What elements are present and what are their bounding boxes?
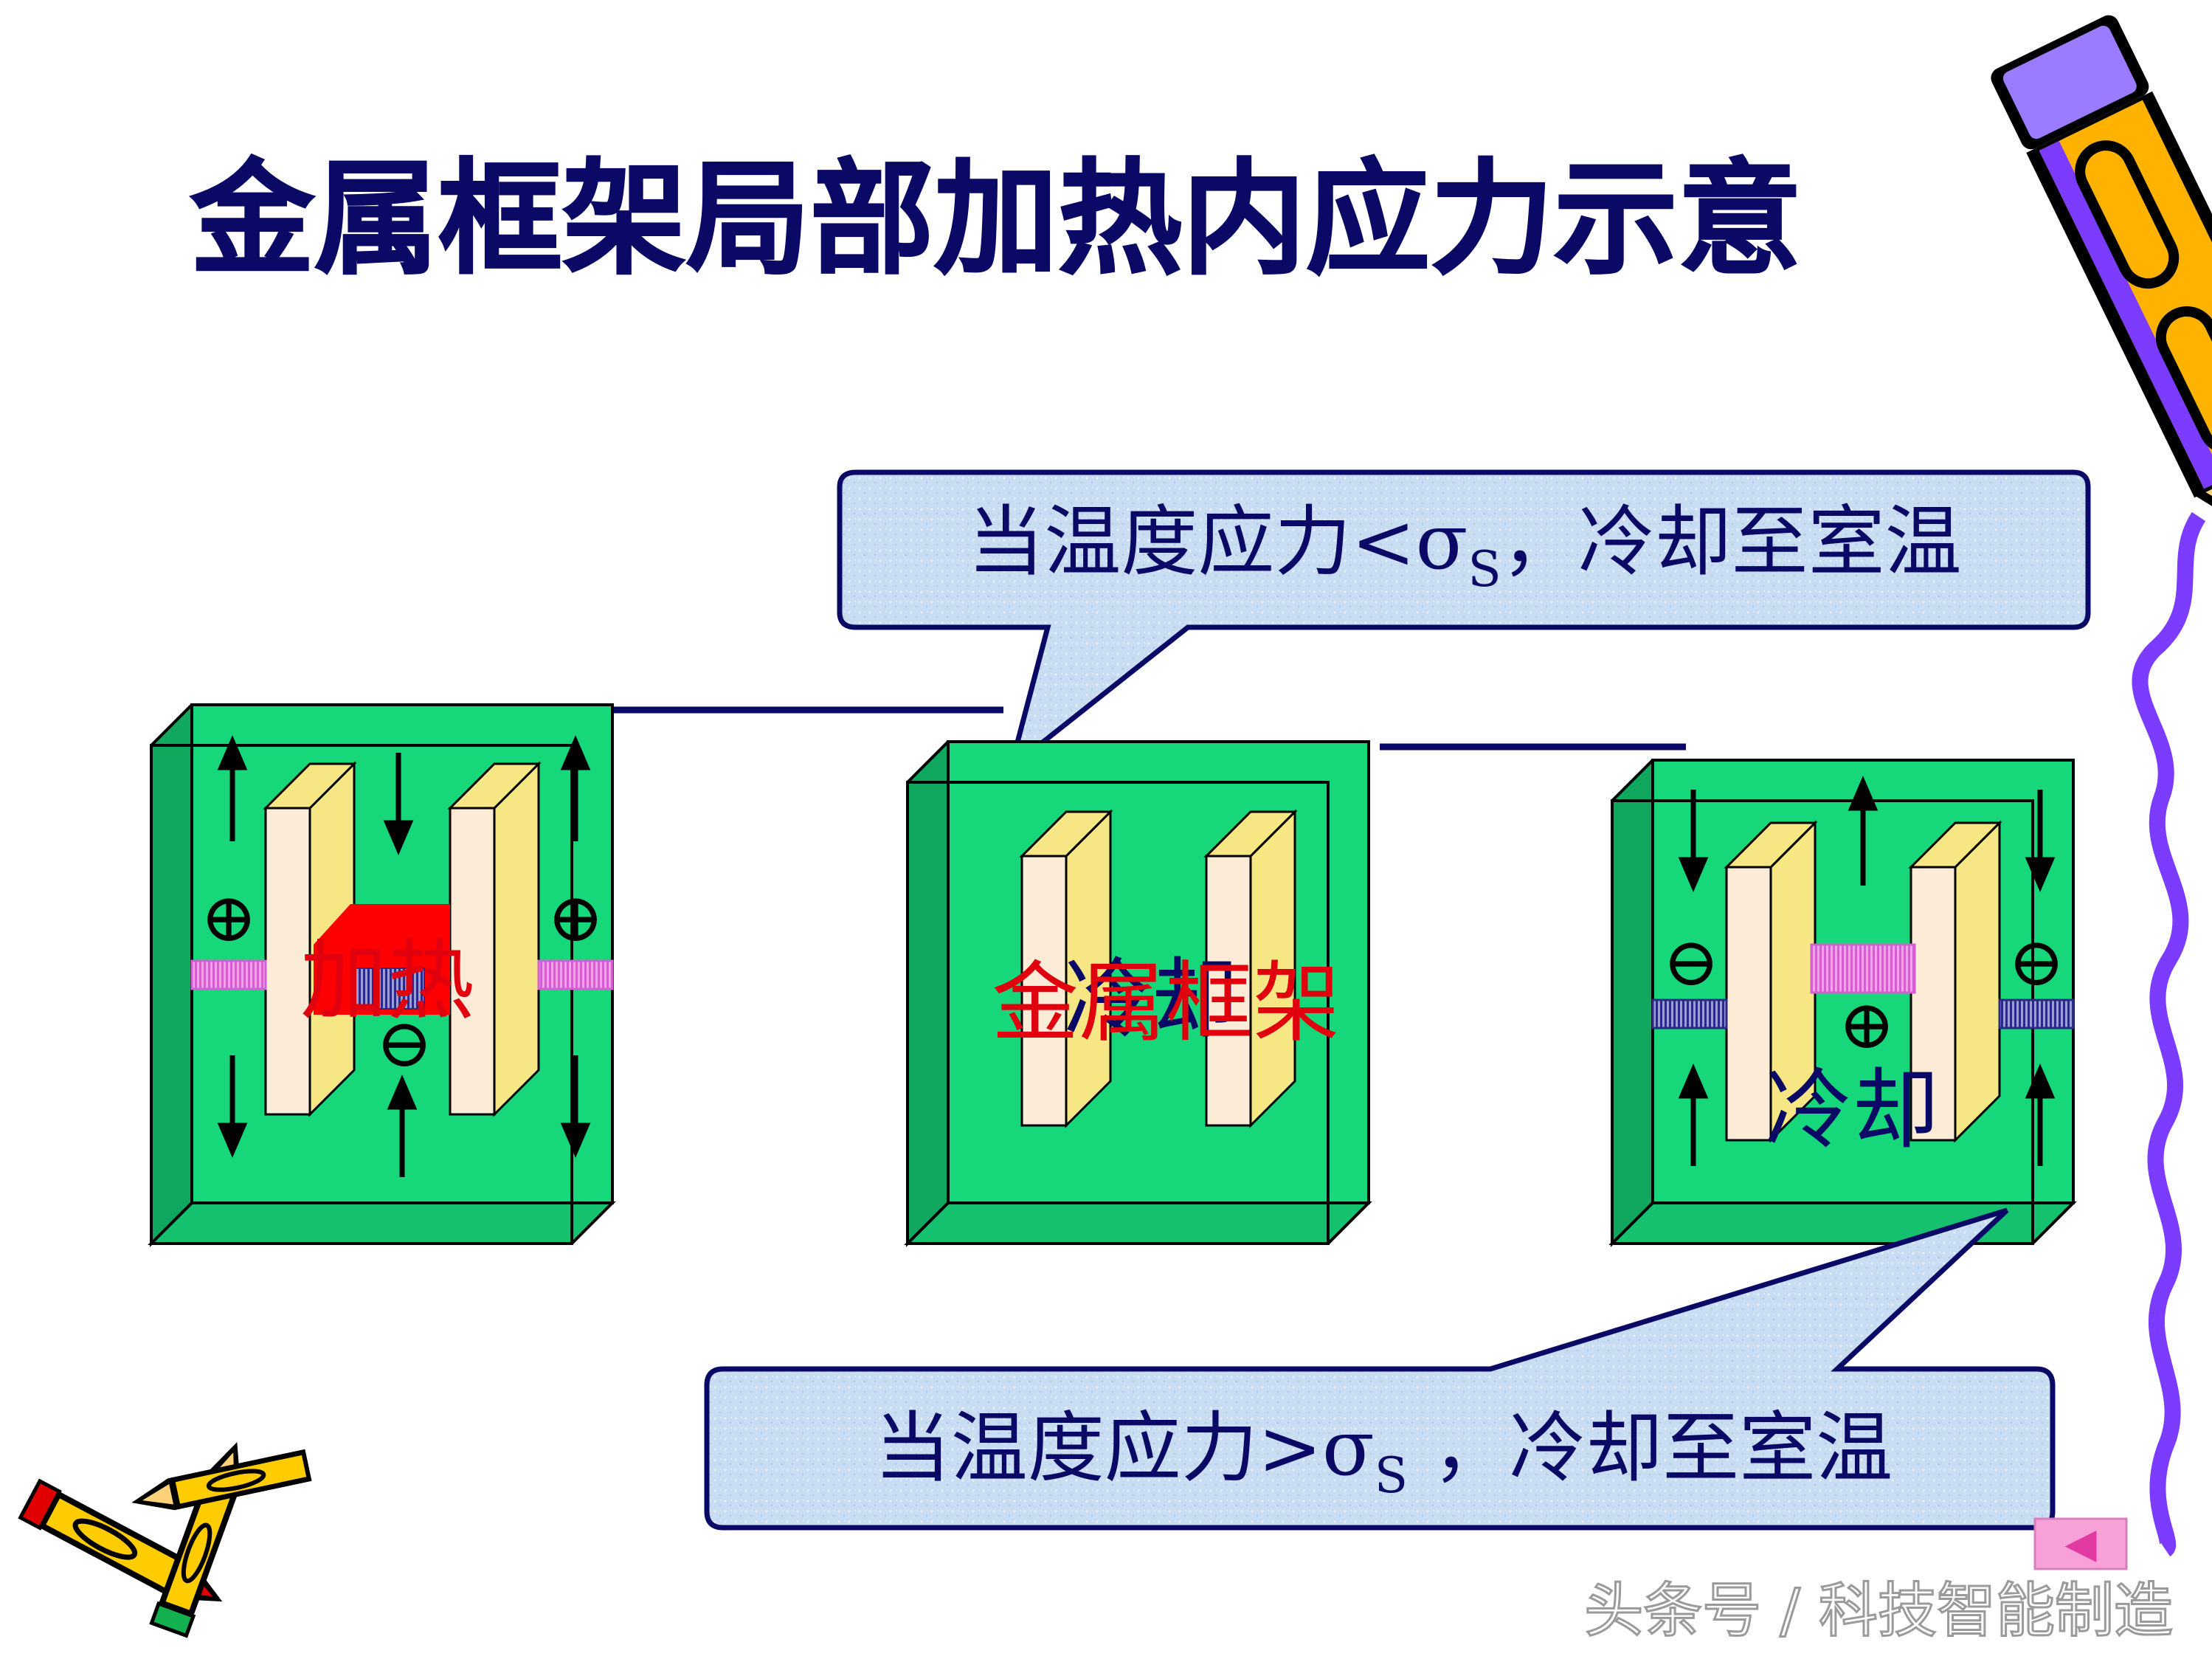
frame-bar-left	[1724, 820, 1818, 1143]
compression-symbol-center: ⊖	[376, 1004, 432, 1083]
tension-symbol-right: ⊕	[547, 878, 604, 957]
back-arrow-icon: ◀	[2064, 1520, 2096, 1567]
frame-left-label: 加热	[300, 930, 474, 1032]
tension-pad-right	[537, 959, 614, 990]
tension-symbol-center: ⊕	[1838, 985, 1895, 1064]
frame-middle-label-red: 金属框架	[992, 952, 1340, 1054]
tension-symbol-left: ⊕	[200, 878, 257, 957]
bottom-callout-text: 当温度应力>σS ，冷却至室温	[874, 1403, 1893, 1504]
back-nav-button[interactable]: ◀	[2033, 1517, 2128, 1570]
compression-symbol-left: ⊖	[1662, 922, 1719, 1001]
bottom-callout-subscript: S	[1375, 1447, 1408, 1504]
frame-bar-right	[447, 761, 542, 1117]
frame-heating: ⊕ ⊕ ⊖ 加热	[148, 703, 616, 1247]
bottom-callout: 当温度应力>σS ，冷却至室温	[704, 1207, 2056, 1531]
frame-bar-right	[1908, 820, 2002, 1143]
slide-title: 金属框架局部加热内应力示意	[190, 145, 1802, 292]
compression-pad-right	[1998, 998, 2075, 1029]
top-callout: 当温度应力<σS，冷却至室温	[837, 469, 2091, 775]
compression-symbol-right: ⊖	[2008, 922, 2064, 1001]
frame-right-label: 冷却	[1765, 1059, 1939, 1161]
frame-middle-label-blue: 冷却	[1064, 948, 1238, 1050]
heated-section	[314, 904, 450, 1015]
frame-bar-right	[1203, 809, 1298, 1128]
pencil-icon	[1991, 15, 2212, 564]
wavy-border-line	[2132, 511, 2206, 1557]
watermark-text: 头条号 / 科技智能制造	[1584, 1576, 2173, 1645]
stress-arrows-right-frame	[1678, 776, 2056, 1166]
tension-pad-left	[190, 959, 267, 990]
stress-arrows-left-frame	[217, 735, 591, 1177]
frame-bar-left	[1019, 809, 1113, 1128]
top-callout-suffix: ，冷却至室温	[1501, 497, 1962, 587]
frame-cooling-plastic: ⊖ ⊖ ⊕ 冷却	[1608, 759, 2077, 1247]
bottom-callout-suffix: ，冷却至室温	[1408, 1403, 1893, 1493]
tension-pad-center	[1810, 943, 1916, 994]
frame-bar-left	[263, 761, 357, 1117]
frame-cooling-elastic: 冷却 金属框架	[904, 740, 1372, 1247]
compression-pad-left	[1651, 998, 1728, 1029]
top-callout-subscript: S	[1468, 541, 1501, 598]
top-callout-text: 当温度应力<σS，冷却至室温	[967, 497, 1961, 598]
pencils-icon	[18, 1442, 312, 1638]
